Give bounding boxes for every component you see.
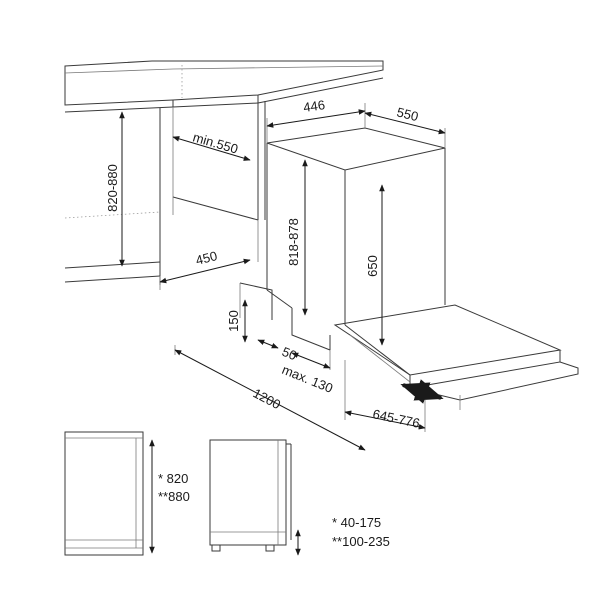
front-height-820: * 820 bbox=[158, 471, 188, 486]
dim-door-swing: 645-776 bbox=[371, 406, 421, 431]
cabinet-left bbox=[64, 65, 183, 285]
dim-niche-width: 450 bbox=[194, 248, 219, 268]
dim-niche-min-depth: min.550 bbox=[191, 129, 240, 156]
front-view-left bbox=[64, 431, 155, 556]
dim-appliance-height: 818-878 bbox=[286, 218, 301, 266]
dim-top-depth: 550 bbox=[395, 104, 420, 124]
dim-door-clearance: 1200 bbox=[251, 385, 284, 412]
dim-plinth-setback: 50 bbox=[280, 344, 299, 363]
cabinet-right bbox=[172, 101, 266, 221]
front-height-880: **880 bbox=[158, 489, 190, 504]
side-view-right bbox=[209, 439, 301, 556]
dim-plinth-height: 150 bbox=[226, 310, 241, 332]
footnote-double: **100-235 bbox=[332, 534, 390, 549]
footnote-single: * 40-175 bbox=[332, 515, 381, 530]
worktop bbox=[64, 60, 384, 113]
dim-top-width: 446 bbox=[302, 97, 326, 115]
slide-arrow-icon bbox=[400, 379, 444, 404]
open-door bbox=[333, 304, 579, 410]
dim-niche-height: 820-880 bbox=[105, 164, 120, 212]
dimension-lines bbox=[119, 103, 446, 451]
dim-door-height: 650 bbox=[365, 255, 380, 277]
plinth bbox=[239, 282, 273, 320]
